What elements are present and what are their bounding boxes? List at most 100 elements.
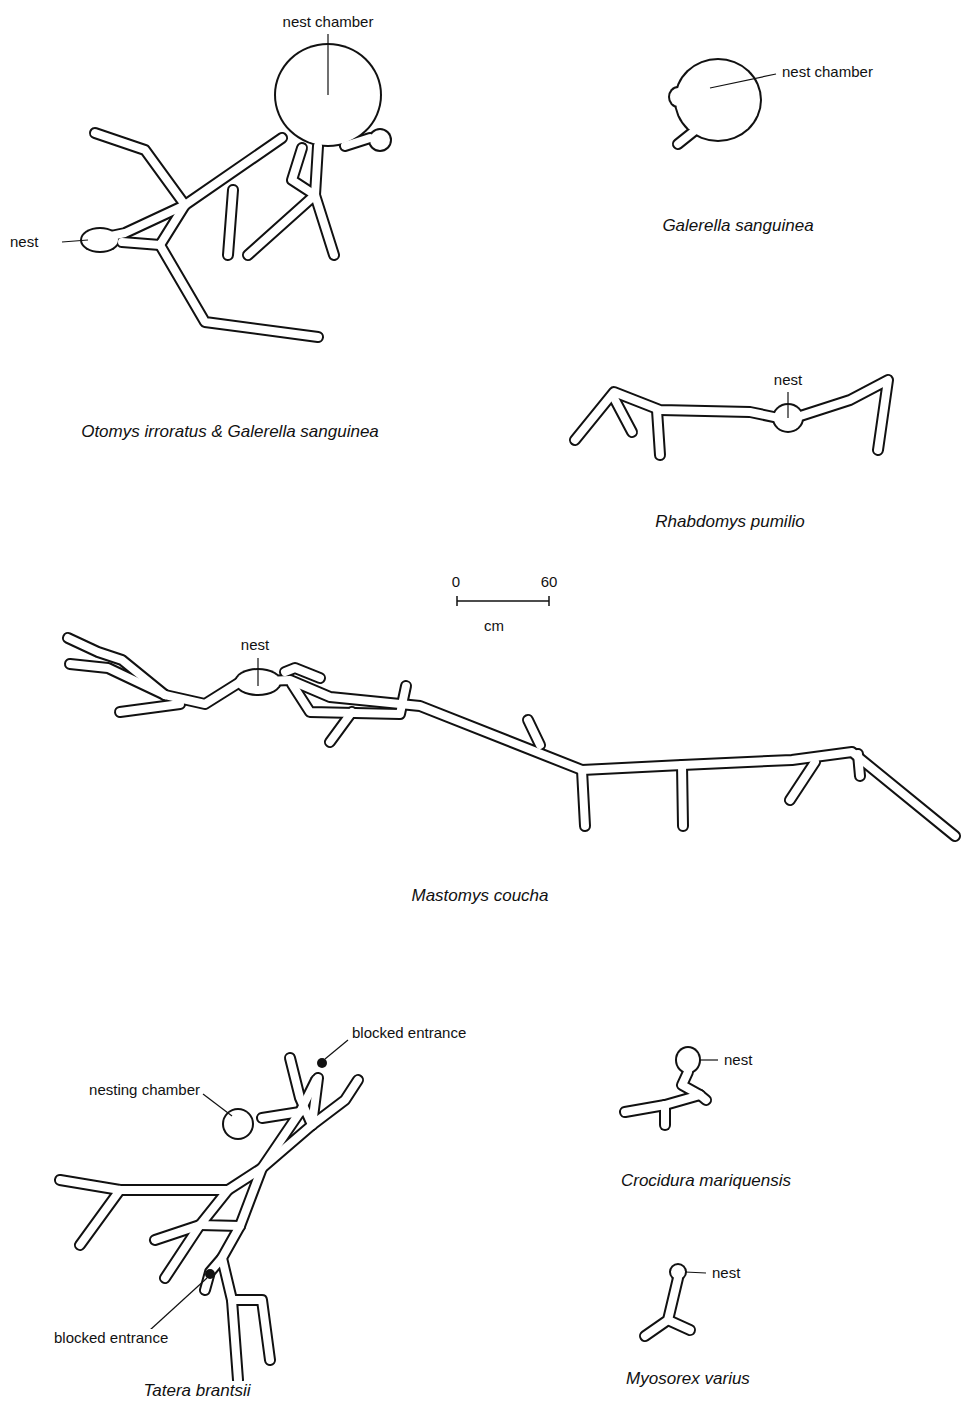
- tunnel-fill: [614, 398, 632, 432]
- part-label: blocked entrance: [52, 1329, 170, 1346]
- part-label: 60: [539, 573, 560, 590]
- part-label: nest: [772, 371, 804, 388]
- tunnel-fill: [205, 1258, 222, 1290]
- tunnel-fill: [122, 205, 185, 245]
- scale-bar: [457, 596, 549, 606]
- tunnel-fill: [120, 704, 180, 712]
- tunnel-outline: [228, 190, 233, 255]
- tunnel-outline: [60, 1168, 262, 1190]
- part-label: nest: [710, 1264, 742, 1281]
- tunnel-fill: [60, 45, 955, 1380]
- tunnel-outline: [858, 754, 860, 776]
- tunnel-outline: [657, 410, 660, 455]
- tunnel-fill: [228, 190, 233, 255]
- tunnel-fill: [68, 638, 165, 695]
- tunnel-outline: [575, 380, 888, 450]
- tunnel-fill: [330, 712, 352, 742]
- blocked-entrance-mark: [317, 1058, 327, 1068]
- species-name: Galerella sanguinea: [660, 216, 815, 236]
- tunnel-outline: [92, 138, 282, 240]
- tunnel-fill: [92, 138, 282, 240]
- tunnel-fill: [300, 1080, 316, 1112]
- tunnel-fill: [700, 1095, 706, 1100]
- tunnel-fill: [315, 195, 334, 255]
- tunnel-outline: [95, 133, 185, 205]
- tunnel-fill: [582, 770, 585, 826]
- part-label: nest chamber: [780, 63, 875, 80]
- part-label: blocked entrance: [350, 1024, 468, 1041]
- tunnel-fill: [232, 1300, 270, 1360]
- tunnel-fill: [575, 380, 888, 450]
- tunnel-outline: [790, 762, 815, 800]
- chamber-outline: [675, 1046, 701, 1074]
- tunnel-outline: [582, 770, 585, 826]
- tunnel-fill: [682, 765, 683, 826]
- leader-line: [710, 74, 776, 88]
- tunnel-fill: [668, 1320, 690, 1330]
- tunnel-outline: [668, 1320, 690, 1330]
- leader-line: [325, 1040, 348, 1059]
- leader-line: [257, 658, 258, 686]
- tunnel-fill: [645, 1278, 678, 1336]
- tunnel-fill: [790, 762, 815, 800]
- species-name: Rhabdomys pumilio: [653, 512, 806, 532]
- tunnel-fill: [165, 680, 955, 836]
- part-label: nesting chamber: [87, 1081, 202, 1098]
- tunnel-fill: [200, 1190, 240, 1226]
- species-name: Otomys irroratus & Galerella sanguinea: [79, 422, 381, 442]
- tunnel-outline: [200, 1190, 240, 1226]
- part-label: nest chamber: [281, 13, 376, 30]
- blocked-entrance-mark: [205, 1269, 215, 1279]
- leader-line: [700, 1059, 718, 1060]
- chamber-fill: [671, 1265, 685, 1279]
- species-name: Myosorex varius: [624, 1369, 752, 1389]
- leader-line: [150, 1278, 207, 1330]
- tunnel-fill: [285, 668, 320, 678]
- tunnel-fill: [528, 720, 540, 745]
- tunnel-fill: [160, 245, 318, 337]
- chamber-outline: [669, 1263, 687, 1281]
- tunnel-fill: [95, 133, 185, 205]
- chamber-fill: [224, 1110, 252, 1138]
- tunnel-outline: [120, 704, 180, 712]
- tunnel-fill: [60, 1168, 262, 1190]
- tunnel-fill: [70, 664, 165, 695]
- tunnel-outline: [528, 720, 540, 745]
- tunnel-fill: [80, 1190, 120, 1245]
- tunnel-outline: [160, 245, 318, 337]
- tunnel-fill: [165, 1225, 200, 1278]
- tunnel-outline: [248, 146, 318, 255]
- leader-line: [787, 392, 788, 418]
- tunnel-fill: [222, 1112, 300, 1380]
- tunnel-fill: [248, 146, 318, 255]
- tunnel-fill: [292, 148, 315, 195]
- tunnel-outline: [165, 680, 955, 836]
- chamber-fill: [370, 130, 390, 150]
- tunnel-outline: [315, 195, 334, 255]
- tunnel-fill: [661, 1105, 669, 1125]
- chamber-outline: [368, 128, 392, 152]
- species-name: Tatera brantsii: [141, 1381, 252, 1401]
- tunnel-outline: [682, 765, 683, 826]
- tunnel-fill: [657, 410, 660, 455]
- chamber-fill: [677, 1048, 699, 1072]
- chamber-outline: [674, 58, 762, 142]
- tunnel-outline: [60, 43, 955, 1380]
- chamber-fill: [676, 60, 760, 140]
- part-label: nest: [239, 636, 271, 653]
- species-name: Mastomys coucha: [410, 886, 551, 906]
- leader-line: [327, 34, 328, 95]
- species-name: Crocidura mariquensis: [619, 1171, 793, 1191]
- part-label: nest: [8, 233, 40, 250]
- leader-line: [685, 1272, 706, 1273]
- tunnel-outline: [614, 398, 632, 432]
- tunnel-fill: [312, 1080, 358, 1125]
- part-label: nest: [722, 1051, 754, 1068]
- part-label: cm: [482, 617, 506, 634]
- leader-line: [203, 1094, 232, 1116]
- tunnel-fill: [262, 1112, 300, 1118]
- tunnel-outline: [700, 1095, 706, 1100]
- leader-line: [62, 240, 88, 242]
